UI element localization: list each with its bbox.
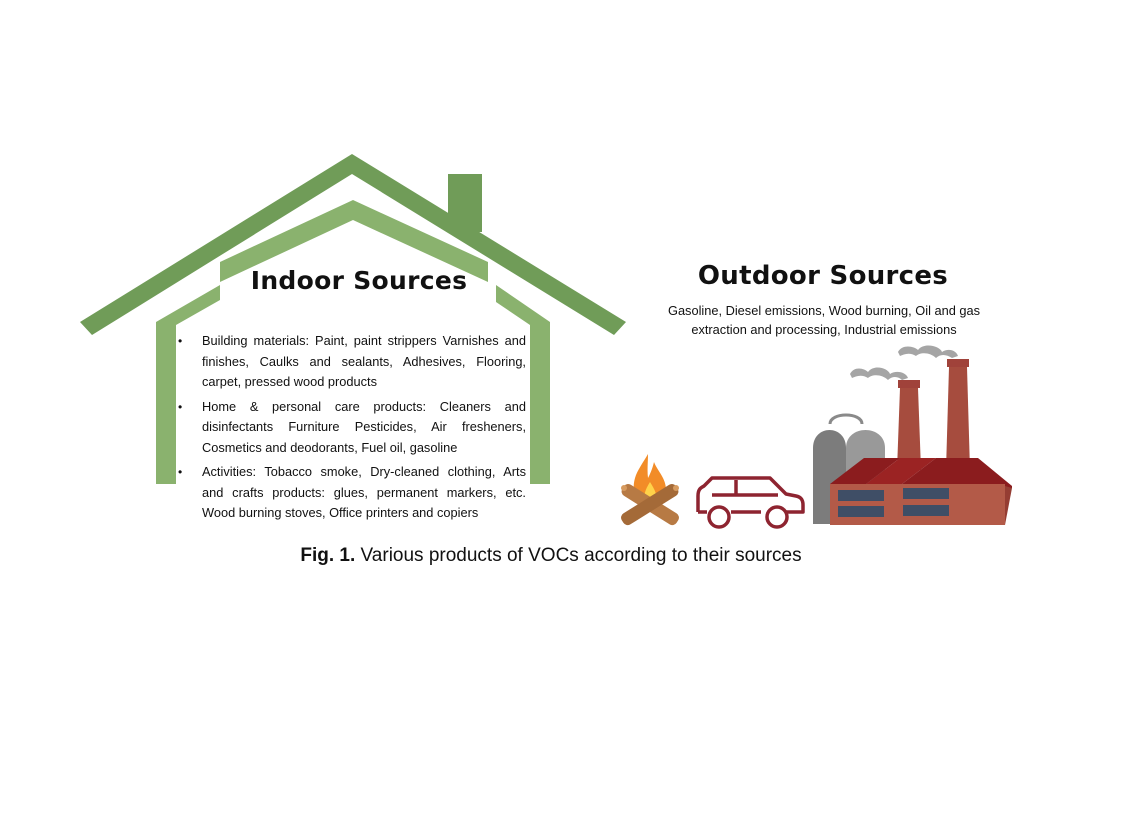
figure-caption: Fig. 1. Various products of VOCs accordi… <box>0 545 1102 567</box>
outdoor-sources-title: Outdoor Sources <box>697 261 949 291</box>
list-item-text: Home & personal care products: Cleaners … <box>202 398 526 455</box>
bullet-icon: • <box>178 334 183 348</box>
right-wall <box>496 285 550 484</box>
car-icon <box>696 476 805 529</box>
inner-roof <box>220 200 488 282</box>
caption-label: Fig. 1. <box>300 545 356 566</box>
smoke-icon <box>850 345 958 380</box>
bullet-icon: • <box>178 465 183 479</box>
factory-icon <box>813 359 1012 525</box>
list-item-text: Building materials: Paint, paint strippe… <box>202 333 526 389</box>
list-item: • Home & personal care products: Cleaner… <box>178 397 526 459</box>
left-wall <box>156 285 220 484</box>
list-item-text: Activities: Tobacco smoke, Dry-cleaned c… <box>202 464 526 520</box>
list-item: • Activities: Tobacco smoke, Dry-cleaned… <box>178 462 526 524</box>
caption-text: Various products of VOCs according to th… <box>355 545 802 566</box>
campfire-icon <box>621 454 679 526</box>
list-item: • Building materials: Paint, paint strip… <box>178 331 526 393</box>
bullet-icon: • <box>178 399 183 414</box>
indoor-sources-title: Indoor Sources <box>250 266 468 295</box>
outdoor-sources-text: Gasoline, Diesel emissions, Wood burning… <box>667 303 981 337</box>
chimney-icon <box>448 174 482 232</box>
indoor-sources-list: • Building materials: Paint, paint strip… <box>178 331 526 528</box>
